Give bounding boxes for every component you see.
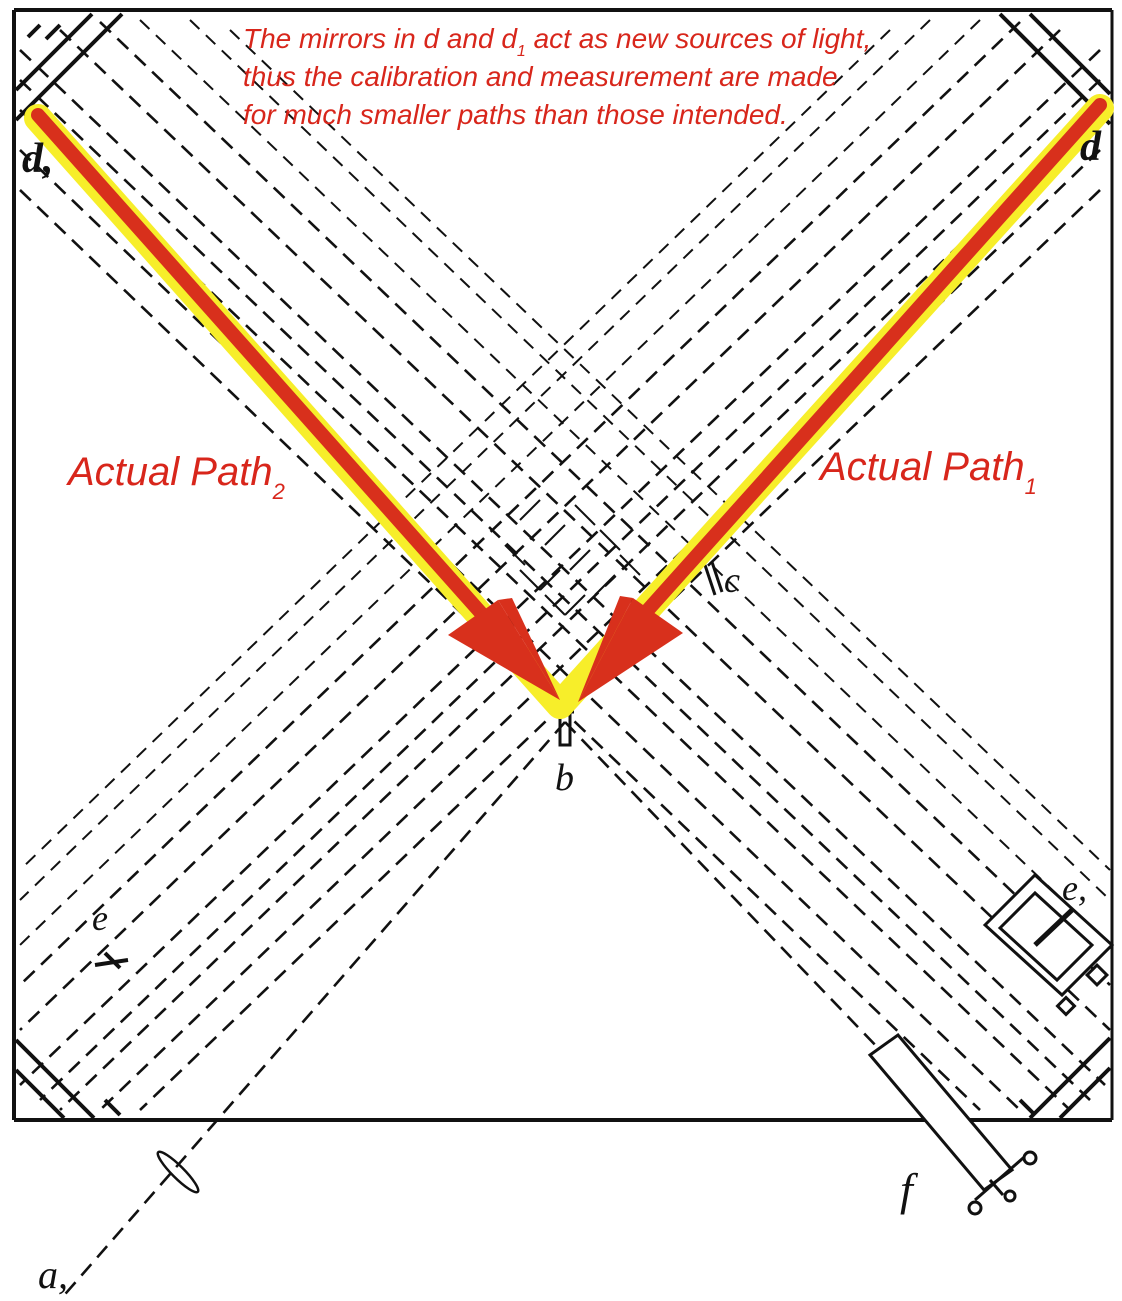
label-c: c — [724, 560, 740, 600]
label-d: d — [1080, 124, 1102, 170]
actual-path-2-arrow — [31, 108, 560, 700]
light-paths-diagonal-1 — [19, 19, 1111, 1111]
telescope — [867, 1032, 1038, 1216]
annotation-line-1: The mirrors in d and d — [243, 23, 518, 54]
mirror-carriage — [982, 872, 1115, 1017]
annotation-line-1-end: act as new sources of light, — [526, 23, 872, 54]
apparatus-frame — [12, 8, 1114, 1122]
annotation-line-2: thus the calibration and measurement are… — [243, 61, 838, 92]
label-a: a, — [38, 1252, 68, 1297]
label-b: b — [555, 757, 574, 799]
annotation-line-3: for much smaller paths than those intend… — [243, 99, 788, 130]
corner-mirrors — [14, 12, 1112, 1120]
label-d1: d, — [22, 136, 54, 182]
actual-path-1-arrow — [578, 98, 1107, 702]
label-e: e — [92, 898, 108, 938]
crossing-hatch — [504, 499, 641, 616]
label-e1: e, — [1062, 868, 1087, 908]
actual-path-2-label: Actual Path2 — [66, 450, 285, 504]
annotation-subscript: 1 — [517, 43, 526, 60]
mirror-e — [94, 951, 1037, 1117]
actual-path-1-label: Actual Path1 — [818, 445, 1037, 499]
svg-text:The mirrors in d and d1 act as: The mirrors in d and d1 act as new sourc… — [243, 23, 871, 60]
label-f: f — [900, 1164, 919, 1215]
lens — [156, 1150, 200, 1194]
light-paths-diagonal-2 — [19, 19, 1101, 1301]
arrow-highlights — [24, 94, 1114, 719]
annotation-text: The mirrors in d and d1 act as new sourc… — [243, 23, 871, 130]
compensating-plate — [703, 561, 724, 596]
